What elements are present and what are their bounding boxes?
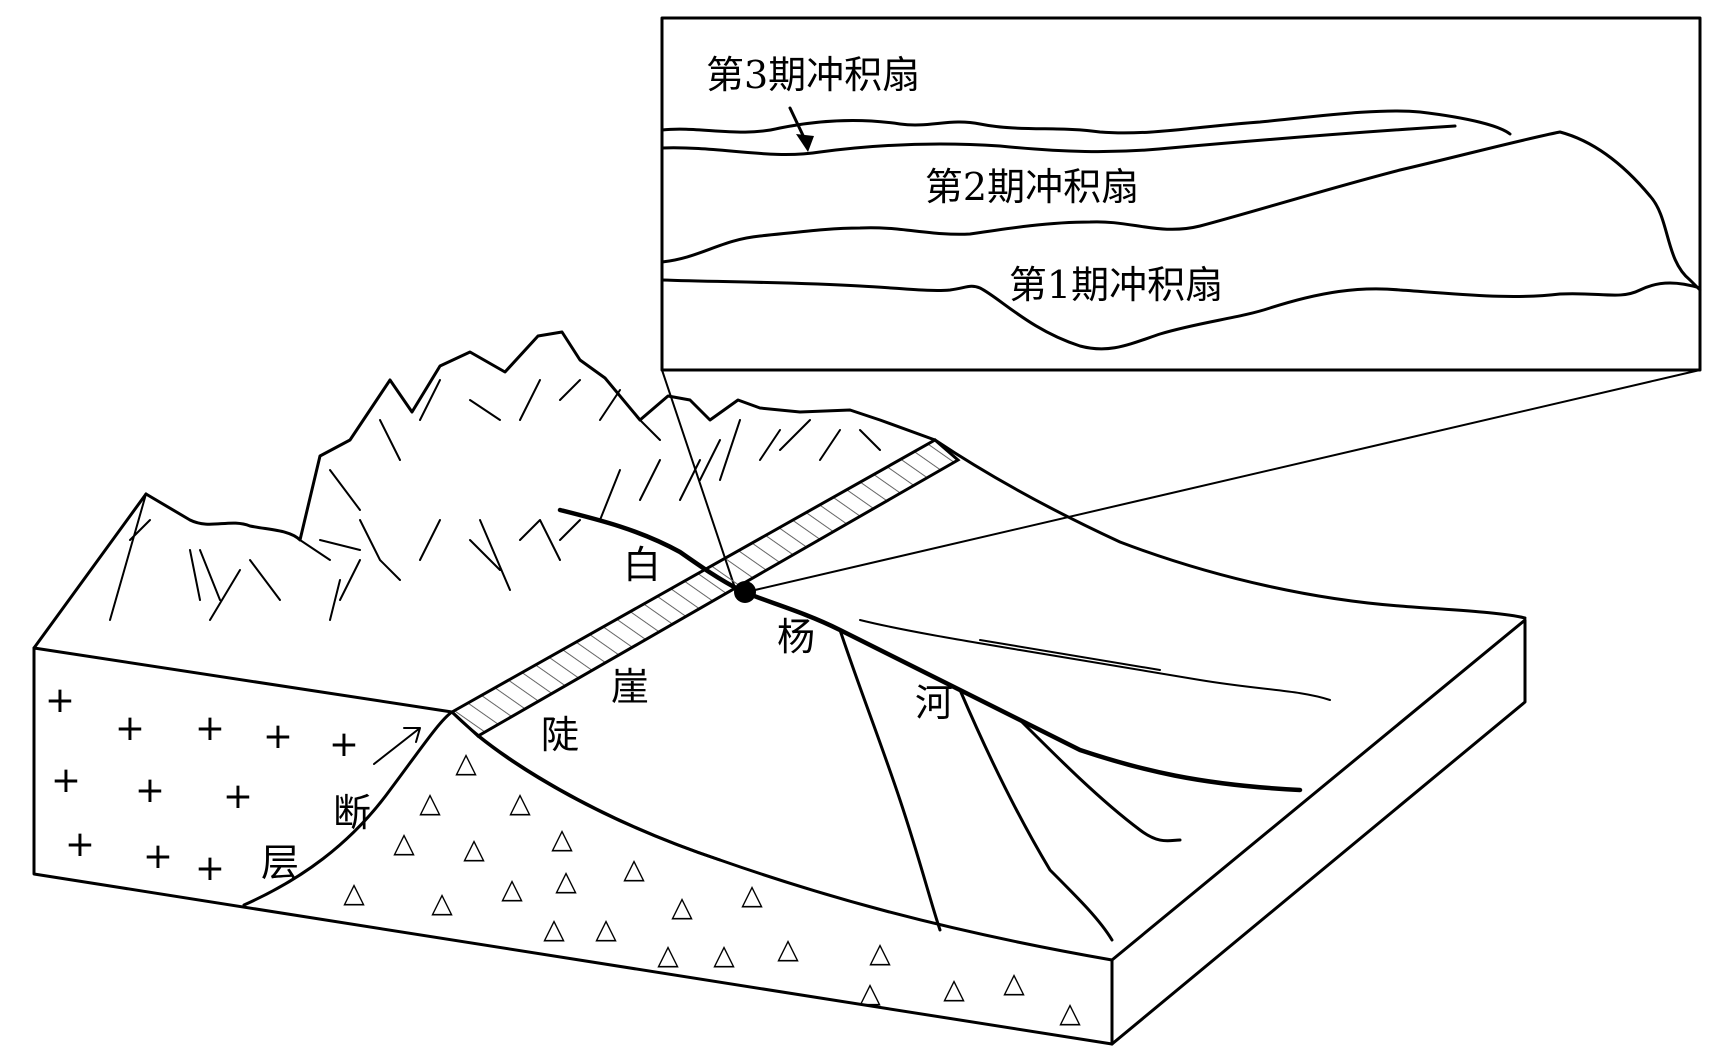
deposit-triangle: △ [543, 912, 565, 945]
river-branch-2 [958, 688, 1114, 942]
deposit-triangle: △ [1059, 996, 1081, 1029]
bedrock-plus: + [45, 680, 75, 721]
deposit-triangle: △ [551, 822, 573, 855]
fault-line [242, 710, 454, 907]
river-label-bai: 白 [623, 543, 661, 587]
deposit-triangle: △ [463, 832, 485, 865]
bedrock-plus: + [51, 760, 81, 801]
mountain-lines [109, 379, 881, 621]
deposit-triangle: △ [501, 872, 523, 905]
deposit-triangle: △ [555, 864, 577, 897]
river-branch-5 [979, 639, 1161, 671]
bedrock-plus: + [65, 824, 95, 865]
river-branch-4 [859, 619, 1331, 701]
deposit-symbols: △ △ △ △ △ △ △ △ △ △ △ △ △ △ △ △ △ △ △ △ … [343, 746, 1081, 1029]
fan-toe-curve [476, 734, 722, 862]
fan3-label: 第3期冲积扇 [706, 53, 920, 97]
bedrock-plus: + [195, 708, 225, 749]
deposit-triangle: △ [657, 938, 679, 971]
deposit-triangle: △ [419, 786, 441, 819]
bedrock-symbols: + + + + + + + + + + + [45, 680, 359, 889]
fan-apex-point [734, 581, 756, 603]
deposit-triangle: △ [713, 938, 735, 971]
fault-label-duan: 断 [333, 791, 371, 835]
deposit-triangle: △ [671, 890, 693, 923]
bedrock-plus: + [115, 708, 145, 749]
bedrock-plus: + [329, 724, 359, 765]
deposit-triangle: △ [343, 876, 365, 909]
river-label-he: 河 [915, 681, 953, 725]
fan1-bottom-line [660, 278, 1702, 351]
fan3-bottom-line [660, 124, 1457, 156]
fault-scarp-strip [449, 438, 961, 738]
block-right-face [1110, 618, 1527, 1046]
deposit-triangle: △ [595, 912, 617, 945]
bedrock-plus: + [195, 848, 225, 889]
deposit-triangle: △ [455, 746, 477, 779]
fault-arrow [373, 727, 421, 765]
deposit-triangle: △ [1003, 966, 1025, 999]
deposit-triangle: △ [393, 826, 415, 859]
bedrock-plus: + [143, 836, 173, 877]
bedrock-plus: + [263, 716, 293, 757]
river-label-yang: 杨 [777, 615, 815, 659]
scarp-label-ya: 崖 [611, 665, 649, 709]
river-main [557, 507, 1303, 793]
fan1-label: 第1期冲积扇 [1009, 263, 1223, 307]
deposit-triangle: △ [623, 852, 645, 885]
deposit-triangle: △ [741, 878, 763, 911]
bedrock-plus: + [135, 770, 165, 811]
fault-label-ceng: 层 [261, 841, 299, 885]
scarp-label-lu: 陡 [541, 713, 579, 757]
fan1-top-line [660, 130, 1702, 292]
fan2-label: 第2期冲积扇 [925, 165, 1139, 209]
inset-cross-section: 第3期冲积扇 第2期冲积扇 第1期冲积扇 [660, 16, 1702, 591]
plain-back-edge [933, 438, 1527, 620]
deposit-triangle: △ [859, 976, 881, 1009]
inset-frame [660, 16, 1702, 372]
block-left-top [32, 492, 148, 650]
deposit-triangle: △ [431, 886, 453, 919]
fan3-top-line [660, 109, 1512, 136]
deposit-triangle: △ [509, 786, 531, 819]
river-branch-3 [1018, 718, 1182, 843]
fan3-arrow-head [796, 134, 814, 152]
bedrock-plus: + [223, 776, 253, 817]
deposit-triangle: △ [943, 972, 965, 1005]
block-diagram: + + + + + + + + + + + △ △ △ △ △ △ △ △ △ … [32, 330, 1527, 1046]
inset-connector-left [661, 369, 736, 589]
river-branch-1 [838, 628, 942, 932]
deposit-triangle: △ [869, 936, 891, 969]
inset-connector-right [754, 369, 1701, 591]
deposit-triangle: △ [777, 932, 799, 965]
